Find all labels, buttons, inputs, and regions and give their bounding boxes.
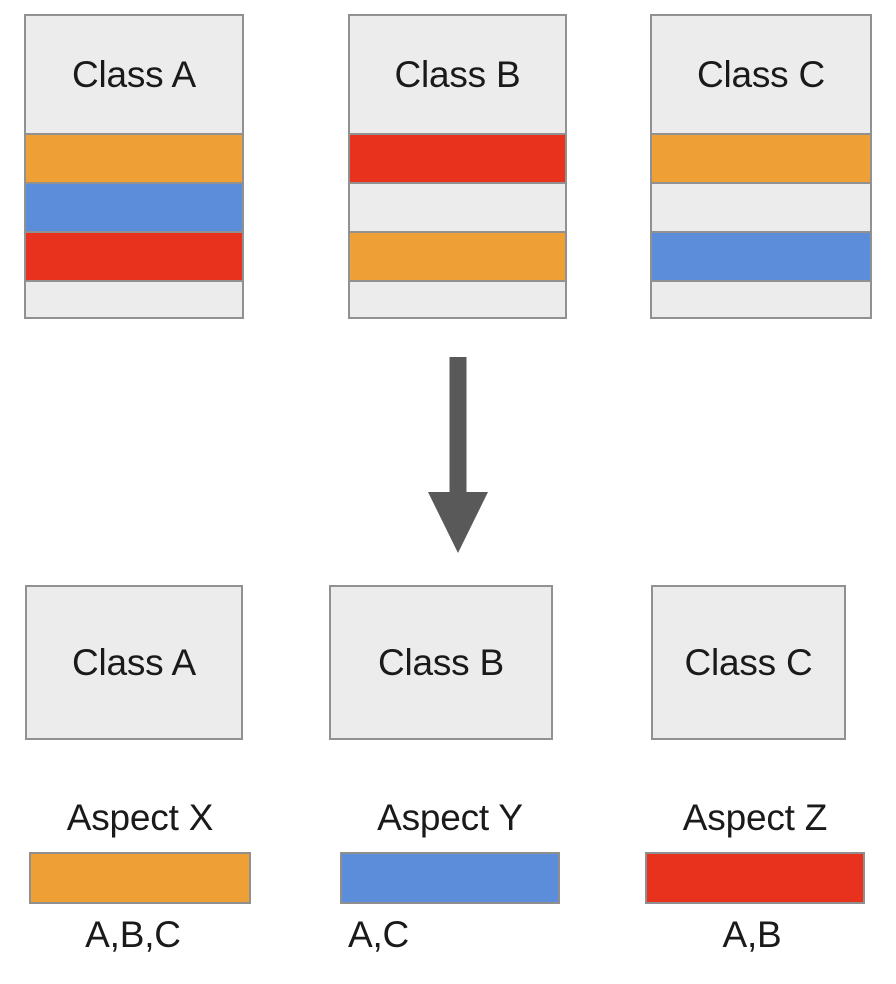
legend-swatch-aspect-z (645, 852, 865, 904)
class-c-stripe-empty-2 (652, 280, 870, 317)
legend-entry-aspect-y: Aspect Y A,C (320, 795, 580, 960)
class-c-stripe-aspect-x (652, 133, 870, 182)
legend-members-aspect-z: A,B (722, 914, 782, 955)
class-b-stripe-aspect-z (350, 133, 565, 182)
class-a-stripe-aspect-z (26, 231, 242, 280)
result-box-class-a: Class A (25, 585, 243, 740)
class-column-a-title: Class A (71, 53, 197, 95)
legend-title-aspect-y: Aspect Y (377, 797, 523, 838)
legend-members-aspect-y: A,C (348, 914, 410, 955)
class-b-stripe-empty-1 (350, 182, 565, 231)
class-column-c-title: Class C (696, 53, 826, 95)
class-a-stripe-empty (26, 280, 242, 317)
legend-entry-aspect-x: Aspect X A,B,C (10, 795, 270, 960)
class-column-b: Class B (348, 14, 567, 319)
legend-title-aspect-z: Aspect Z (682, 797, 828, 838)
class-column-c: Class C (650, 14, 872, 319)
class-b-stripe-aspect-x (350, 231, 565, 280)
class-b-stripe-empty-2 (350, 280, 565, 317)
legend-members-aspect-x: A,B,C (85, 914, 181, 955)
class-a-stripe-aspect-x (26, 133, 242, 182)
down-arrow-icon (428, 357, 488, 553)
legend-entry-aspect-z: Aspect Z A,B (625, 795, 885, 960)
class-a-stripe-aspect-y (26, 182, 242, 231)
class-c-stripe-aspect-y (652, 231, 870, 280)
legend-swatch-aspect-y (340, 852, 560, 904)
legend-title-aspect-x: Aspect X (66, 797, 214, 838)
result-box-class-b: Class B (329, 585, 553, 740)
class-column-a: Class A (24, 14, 244, 319)
class-c-stripe-empty-1 (652, 182, 870, 231)
legend-swatch-aspect-x (29, 852, 251, 904)
result-box-class-c: Class C (651, 585, 846, 740)
class-column-b-title: Class B (394, 53, 521, 95)
